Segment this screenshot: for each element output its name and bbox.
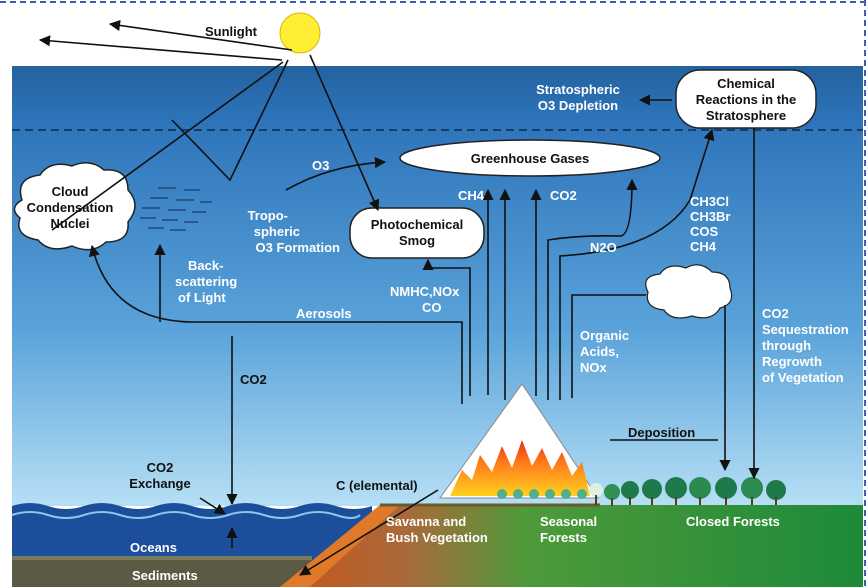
label-co2-exch-2: Exchange: [129, 476, 190, 491]
label-ch3cl: CH3Cl: [690, 194, 729, 209]
label-smog-1: Photochemical: [371, 217, 463, 232]
label-oceans: Oceans: [130, 540, 177, 555]
sun: [279, 12, 321, 54]
label-seq-2: Sequestration: [762, 322, 849, 337]
labels: Sunlight Stratospheric O3 Depletion Chem…: [27, 24, 849, 583]
label-seq-3: through: [762, 338, 811, 353]
label-organic-3: NOx: [580, 360, 608, 375]
label-organic-1: Organic: [580, 328, 629, 343]
flux-arrows: [38, 19, 760, 576]
label-tropo-2: spheric: [254, 224, 300, 239]
label-cos: COS: [690, 224, 719, 239]
label-chem-1: Chemical: [717, 76, 775, 91]
label-seasonal-2: Forests: [540, 530, 587, 545]
label-c-elemental: C (elemental): [336, 478, 418, 493]
label-chem-2: Reactions in the: [696, 92, 796, 107]
label-strat-o3-2: O3 Depletion: [538, 98, 618, 113]
label-sediments: Sediments: [132, 568, 198, 583]
label-co2-exch-1: CO2: [147, 460, 174, 475]
label-seasonal-1: Seasonal: [540, 514, 597, 529]
label-aerosols: Aerosols: [296, 306, 352, 321]
cloud-condensation-nuclei: [13, 162, 136, 251]
label-sunlight: Sunlight: [205, 24, 258, 39]
label-smog-2: Smog: [399, 233, 435, 248]
label-n2o: N2O: [590, 240, 617, 255]
label-co2-mid: CO2: [240, 372, 267, 387]
label-back-1: Back-: [188, 258, 223, 273]
backscatter-dashes: [140, 187, 212, 231]
greenhouse-gases-ellipse: [399, 139, 661, 177]
label-seq-1: CO2: [762, 306, 789, 321]
label-savanna-1: Savanna and: [386, 514, 466, 529]
label-nmhc-1: NMHC,NOx: [390, 284, 460, 299]
chemical-reactions-box: [675, 69, 817, 129]
label-savanna-2: Bush Vegetation: [386, 530, 488, 545]
label-o3: O3: [312, 158, 329, 173]
label-ch3br: CH3Br: [690, 209, 730, 224]
label-organic-2: Acids,: [580, 344, 619, 359]
label-back-3: of Light: [178, 290, 226, 305]
label-tropo-1: Tropo-: [248, 208, 288, 223]
label-seq-5: of Vegetation: [762, 370, 844, 385]
label-ch4-right: CH4: [690, 239, 717, 254]
land: [280, 505, 863, 587]
trees: [497, 477, 786, 506]
label-closed-forests: Closed Forests: [686, 514, 780, 529]
label-greenhouse: Greenhouse Gases: [471, 151, 590, 166]
label-cloud-1: Cloud: [52, 184, 89, 199]
photochemical-smog-box: [349, 207, 485, 259]
label-strat-o3-1: Stratospheric: [536, 82, 620, 97]
small-cloud: [645, 264, 733, 319]
label-nmhc-2: CO: [422, 300, 442, 315]
label-deposition: Deposition: [628, 425, 695, 440]
flames: [450, 440, 590, 496]
sediment-layer: [12, 560, 312, 587]
label-chem-3: Stratosphere: [706, 108, 786, 123]
label-back-2: scattering: [175, 274, 237, 289]
label-cloud-3: Nuclei: [50, 216, 89, 231]
label-co2-top: CO2: [550, 188, 577, 203]
label-cloud-2: Condensation: [27, 200, 114, 215]
label-tropo-3: O3 Formation: [255, 240, 340, 255]
label-seq-4: Regrowth: [762, 354, 822, 369]
label-ch4: CH4: [458, 188, 485, 203]
